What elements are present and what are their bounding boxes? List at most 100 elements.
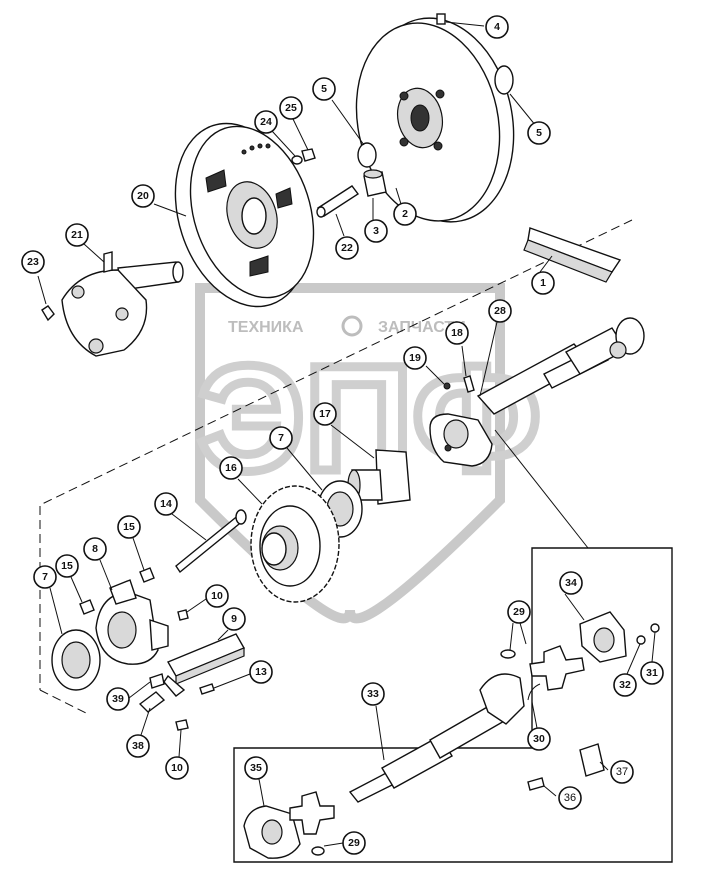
callout-number: 33 (367, 688, 379, 700)
part-15-nut-a (139, 567, 155, 583)
callout-circle (55, 554, 79, 578)
callout-c8: 8 (83, 537, 107, 561)
callout-number: 23 (27, 256, 39, 268)
part-8-housing (95, 579, 169, 665)
callout-circle (393, 202, 417, 226)
callout-number: 10 (171, 762, 183, 774)
callout-circle (254, 110, 278, 134)
callout-c38: 38 (126, 734, 150, 758)
callout-c4: 4 (485, 15, 509, 39)
leader-lines (49, 93, 656, 847)
part-37-clamp (579, 743, 605, 777)
callout-circle (279, 96, 303, 120)
part-34-yoke-flange (579, 611, 627, 663)
callout-number: 31 (646, 667, 658, 679)
callout-c25: 25 (279, 96, 303, 120)
callout-number: 18 (451, 327, 463, 339)
part-29-cross-lower (289, 791, 335, 856)
callout-c1: 1 (531, 271, 555, 295)
callout-labels: 4552524202322212312818191771614158157109… (21, 15, 664, 855)
part-1-key (523, 227, 622, 283)
callout-c29a: 29 (507, 600, 531, 624)
callout-c24: 24 (254, 110, 278, 134)
part-5-rings (357, 65, 514, 168)
callout-number: 36 (564, 792, 576, 804)
callout-c15a: 15 (117, 515, 141, 539)
part-24-25-nut-washer (291, 148, 316, 165)
callout-number: 29 (513, 606, 525, 618)
callout-c14: 14 (154, 492, 178, 516)
part-33-shaft (348, 673, 525, 803)
callout-number: 13 (255, 666, 267, 678)
callout-circle (313, 402, 337, 426)
callout-c20: 20 (131, 184, 155, 208)
part-15-nut-b (79, 599, 95, 615)
callout-number: 25 (285, 102, 297, 114)
callout-c7b: 7 (33, 565, 57, 589)
callout-number: 3 (373, 225, 379, 237)
callout-circle (361, 682, 385, 706)
callout-number: 32 (619, 679, 631, 691)
callout-circle (269, 426, 293, 450)
callout-number: 7 (278, 432, 284, 444)
callout-circle (488, 299, 512, 323)
callout-circle (507, 600, 531, 624)
part-16-sprocket (250, 485, 340, 603)
callout-c33: 33 (361, 682, 385, 706)
part-17-flanged-shaft (347, 449, 411, 505)
callout-c9: 9 (222, 607, 246, 631)
callout-c3: 3 (364, 219, 388, 243)
callout-c22: 22 (335, 236, 359, 260)
callout-c15b: 15 (55, 554, 79, 578)
callout-circle (165, 756, 189, 780)
callout-number: 30 (533, 733, 545, 745)
part-20-plate (174, 122, 315, 308)
callout-number: 37 (616, 766, 628, 778)
part-29-cross-upper (500, 645, 585, 691)
callout-number: 2 (402, 208, 408, 220)
callout-circle (342, 831, 366, 855)
callout-circle (610, 760, 634, 784)
callout-circle (445, 321, 469, 345)
watermark-left-text: ТЕХНИКА (228, 319, 304, 336)
callout-circle (205, 584, 229, 608)
part-39-pin (149, 673, 165, 689)
callout-circle (106, 687, 130, 711)
callout-c28: 28 (488, 299, 512, 323)
callout-circle (83, 537, 107, 561)
callout-c36: 36 (558, 786, 582, 810)
callout-number: 14 (160, 498, 172, 510)
callout-number: 34 (565, 577, 577, 589)
callout-c17: 17 (313, 402, 337, 426)
callout-c13: 13 (249, 660, 273, 684)
callout-number: 1 (540, 277, 546, 289)
callout-number: 9 (231, 613, 237, 625)
callout-circle (559, 571, 583, 595)
callout-number: 28 (494, 305, 506, 317)
part-23-bolt (37, 275, 55, 322)
callout-c39: 39 (106, 687, 130, 711)
part-21-hub (61, 251, 184, 357)
callout-c7a: 7 (269, 426, 293, 450)
callout-circle (531, 271, 555, 295)
part-36-screw (527, 777, 545, 791)
callout-circle (219, 456, 243, 480)
callout-c30: 30 (527, 727, 551, 751)
callout-circle (640, 661, 664, 685)
part-10-clip-upper (177, 609, 189, 621)
callout-c10b: 10 (165, 756, 189, 780)
callout-number: 24 (260, 116, 272, 128)
callout-circle (403, 346, 427, 370)
callout-number: 35 (250, 762, 262, 774)
callout-number: 5 (536, 127, 542, 139)
callout-c35: 35 (244, 756, 268, 780)
detail-leader-line (494, 429, 589, 549)
part-3-bushing (363, 169, 387, 197)
callout-number: 4 (494, 21, 500, 33)
callout-circle (65, 223, 89, 247)
callout-c18: 18 (445, 321, 469, 345)
callout-number: 17 (319, 408, 331, 420)
part-31-32-fasteners (636, 623, 660, 645)
part-22-pin (316, 185, 360, 218)
